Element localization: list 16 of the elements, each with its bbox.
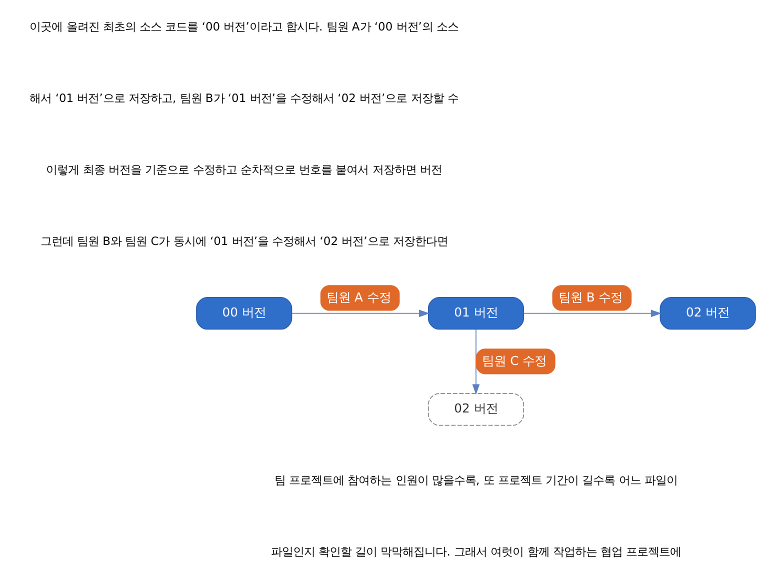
node-box: 00 버전 [196,297,292,330]
node-box: 01 버전 [428,297,524,330]
edge-label: 팀원 C 수정 [482,354,547,368]
label: 팀 프로젝트에 참여하는 인원이 많을수록, 또 프로젝트 기간이 길수록 어느 파일이 [274,472,678,487]
arrow [523,310,662,318]
node-box: 02 버전 [428,393,524,426]
label: 해서 ‘01 버전’으로 저장하고, 팀원 B가 ‘01 버전’을 수정해서 ‘02 버전’으로 저장할 수 [30,91,458,106]
label: 파일인지 확인할 길이 막막해집니다. 그래서 여럿이 함께 작업하는 협업 프로젝트에 [270,544,682,558]
edge-label: 팀원 A 수정 [326,290,391,305]
arrow [291,310,430,318]
label: 이곳에 올려진 최초의 소스 코드를 ‘00 버전’이라고 합시다. 팀원 A가 ‘00 버전’의 소스 [30,20,459,34]
edge-label: 팀원 B 수정 [558,290,623,305]
arrow [472,328,480,395]
node-box: 02 버전 [660,297,756,330]
label: 이렇게 최종 버전을 기준으로 수정하고 순차적으로 번호를 붙여서 저장하면 버전 [46,162,442,177]
label: 그런데 팀원 B와 팀원 C가 동시에 ‘01 버전’을 수정해서 ‘02 버전’으로 저장한다면 [40,234,448,248]
